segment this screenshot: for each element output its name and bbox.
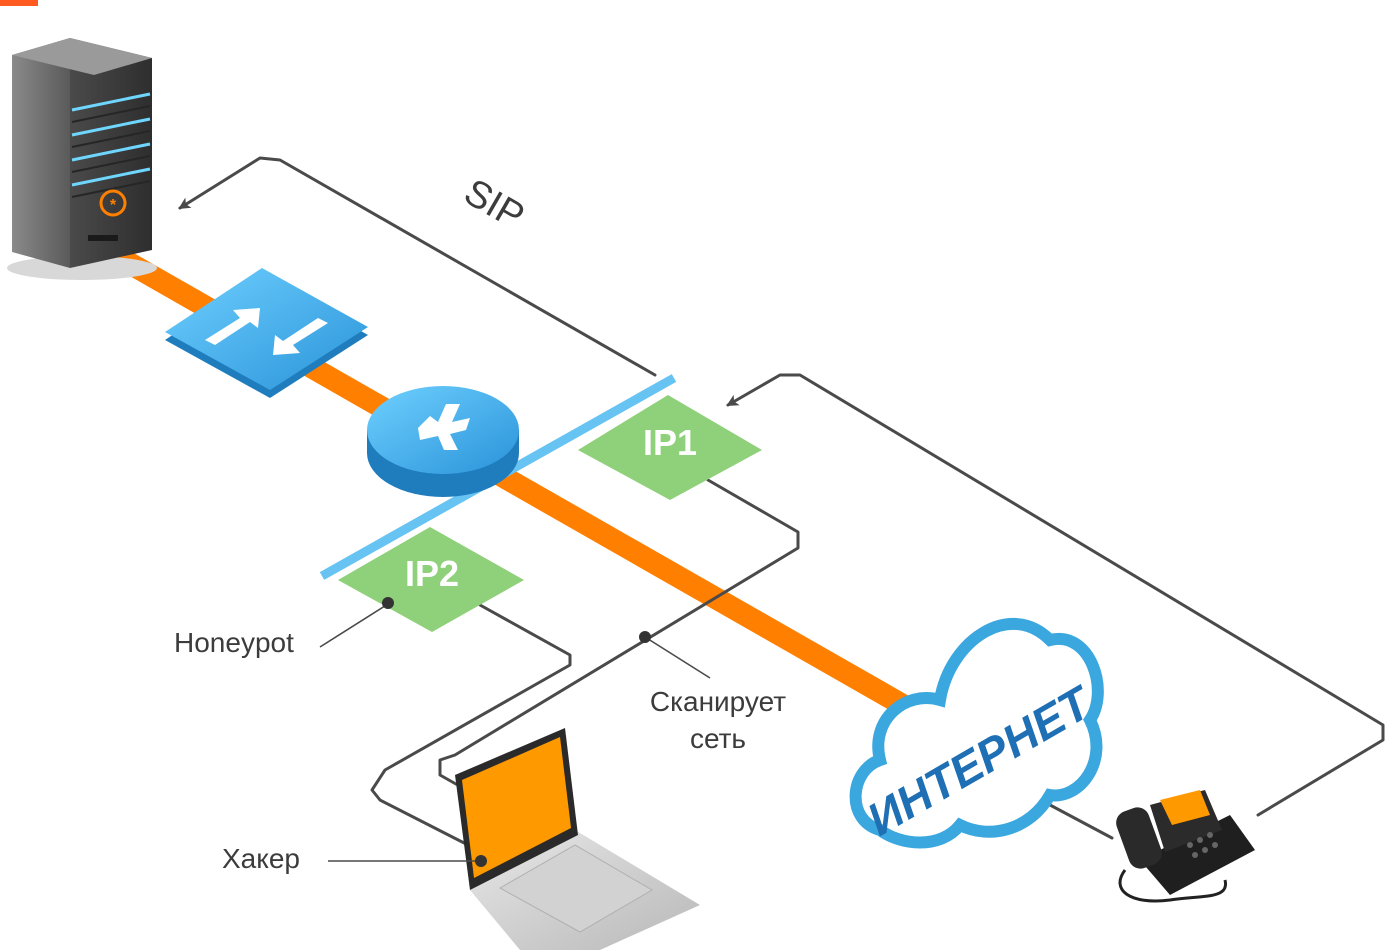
honeypot-label: Honeypot	[174, 627, 294, 658]
ip2-interface: IP2	[338, 527, 524, 632]
laptop-icon	[455, 728, 700, 950]
ip1-interface: IP1	[578, 395, 762, 500]
svg-text:*: *	[110, 197, 117, 214]
phone-to-ip1-connection	[726, 373, 1385, 817]
scan-dot	[639, 631, 651, 643]
scan-label-line1: Сканирует	[650, 686, 786, 717]
hacker-dot	[475, 855, 487, 867]
ip2-label: IP2	[405, 553, 459, 594]
scan-label-line2: сеть	[690, 723, 746, 754]
switch-icon	[165, 268, 368, 398]
corner-mark	[0, 0, 38, 6]
scan-leader	[644, 636, 711, 679]
hacker-label: Хакер	[222, 843, 300, 874]
honeypot-leader	[319, 603, 389, 648]
honeypot-connection	[370, 603, 572, 848]
scan-connection	[438, 478, 800, 794]
asterisk-server-icon: *	[7, 38, 157, 280]
ip1-label: IP1	[643, 422, 697, 463]
sip-label: SIP	[457, 171, 531, 238]
router-icon	[367, 386, 519, 497]
ip-phone-icon	[1116, 790, 1255, 903]
honeypot-dot	[382, 597, 394, 609]
sip-connection	[178, 156, 657, 377]
